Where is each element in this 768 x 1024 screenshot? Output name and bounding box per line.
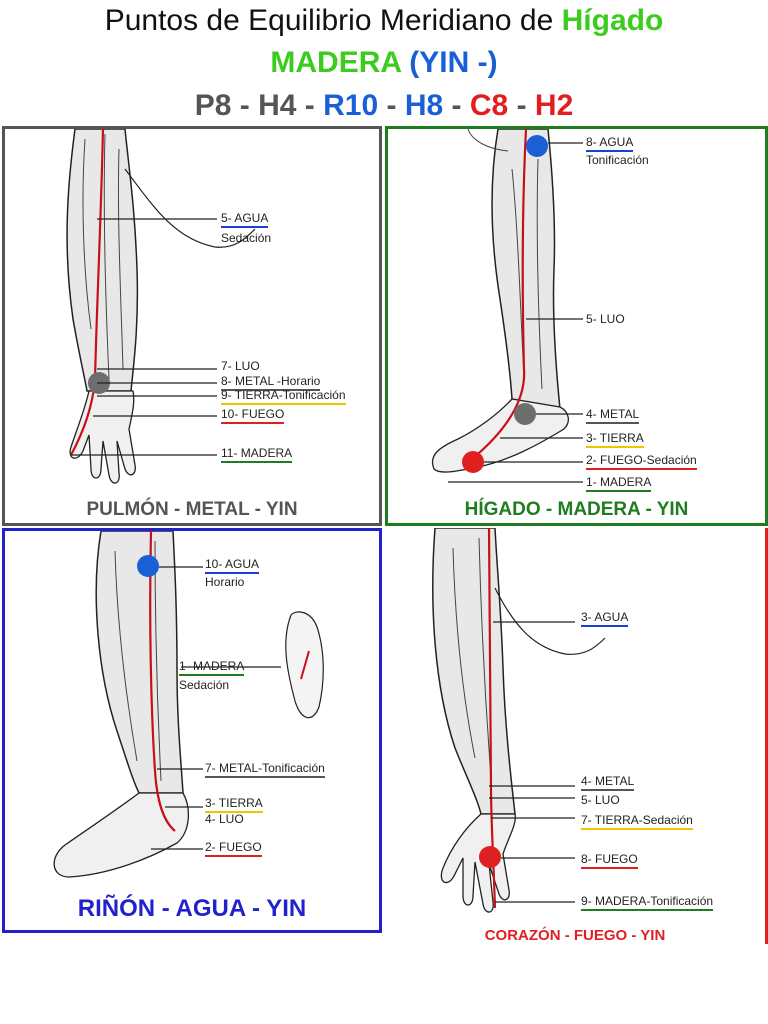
- label-metal: 4- METAL: [586, 407, 640, 424]
- label-luo: 7- LUO: [221, 359, 260, 373]
- label-madera: 11- MADERA: [221, 446, 293, 463]
- label-leaders: [151, 566, 281, 850]
- label-madera: 1- MADERA: [586, 475, 652, 492]
- label-agua: 3- AGUA: [581, 610, 629, 627]
- formula-sep: -: [231, 89, 259, 122]
- arm-illustration: [66, 129, 256, 484]
- label-agua: 8- AGUA: [586, 135, 634, 152]
- element-subtitle: MADERA (YIN -): [0, 44, 768, 82]
- panel-caption: PULMÓN - METAL - YIN: [86, 499, 298, 520]
- panel-caption: CORAZÓN - FUEGO - YIN: [484, 927, 666, 944]
- fuego-point-marker: [479, 846, 501, 868]
- formula-sep: -: [508, 89, 535, 122]
- subtitle-yin: (YIN -): [409, 46, 498, 79]
- label-agua-sub: Horario: [205, 575, 245, 589]
- label-metal: 7- METAL-Tonificación: [205, 761, 325, 778]
- label-luo: 5- LUO: [586, 312, 625, 326]
- formula-h4: H4: [258, 89, 297, 122]
- label-leaders: [448, 142, 583, 483]
- label-leaders: [71, 218, 217, 456]
- label-luo: 5- LUO: [581, 793, 620, 807]
- label-tierra: 3- TIERRA: [586, 431, 644, 448]
- label-agua-sub: Sedación: [221, 231, 272, 245]
- agua-point-marker: [137, 555, 159, 577]
- label-madera: 9- MADERA-Tonificación: [581, 894, 714, 911]
- formula-h8: H8: [404, 89, 444, 122]
- label-tierra: 7- TIERRA-Sedación: [581, 813, 693, 830]
- formula-sep: -: [443, 89, 470, 122]
- panel-corazon: 3- AGUA 4- METAL 5- LUO 7- TIERRA-Sedaci…: [385, 528, 768, 944]
- formula-sep: -: [296, 89, 324, 122]
- label-agua-sub: Tonificación: [586, 153, 649, 167]
- panel-caption: HÍGADO - MADERA - YIN: [464, 499, 689, 520]
- label-madera: 1- MADERA: [179, 659, 245, 676]
- label-fuego: 2- FUEGO-Sedación: [586, 453, 697, 470]
- fuego-point-marker: [462, 451, 484, 473]
- formula-sep: -: [378, 89, 405, 122]
- formula-p8: P8: [194, 89, 232, 122]
- metal-point-marker: [514, 403, 536, 425]
- title-prefix: Puntos de Equilibrio Meridiano de: [104, 4, 562, 37]
- panel-higado: 8- AGUA Tonificación 5- LUO 4- METAL 3- …: [385, 126, 768, 526]
- label-leaders: [489, 621, 575, 903]
- label-luo: 4- LUO: [205, 812, 244, 826]
- leg-illustration: [53, 531, 324, 878]
- label-fuego: 2- FUEGO: [205, 840, 262, 857]
- page-title: Puntos de Equilibrio Meridiano de Hígado: [0, 2, 768, 40]
- subtitle-madera: MADERA: [270, 46, 401, 79]
- points-formula: P8 - H4 - R10 - H8 - C8 - H2: [0, 86, 768, 126]
- label-fuego: 8- FUEGO: [581, 852, 638, 869]
- panel-caption: RIÑÓN - AGUA - YIN: [77, 895, 307, 922]
- formula-r10: R10: [323, 89, 379, 122]
- label-metal: 8- METAL -Horario: [221, 374, 321, 391]
- panel-rinon: 10- AGUA Horario 1- MADERA Sedación 7- M…: [2, 528, 382, 933]
- label-madera-sub: Sedación: [179, 678, 230, 692]
- arm-illustration: [432, 528, 606, 913]
- panel-pulmon: 5- AGUA Sedación 7- LUO 8- METAL -Horari…: [2, 126, 382, 526]
- label-agua: 10- AGUA: [205, 557, 260, 574]
- title-highlight: Hígado: [561, 4, 664, 37]
- agua-point-marker: [526, 135, 548, 157]
- label-tierra: 9- TIERRA-Tonificación: [221, 388, 346, 405]
- label-tierra: 3- TIERRA: [205, 796, 263, 813]
- label-metal: 4- METAL: [581, 774, 635, 791]
- label-fuego: 10- FUEGO: [221, 407, 285, 424]
- formula-c8: C8: [469, 89, 509, 122]
- formula-h2: H2: [534, 89, 574, 122]
- label-agua: 5- AGUA: [221, 211, 269, 228]
